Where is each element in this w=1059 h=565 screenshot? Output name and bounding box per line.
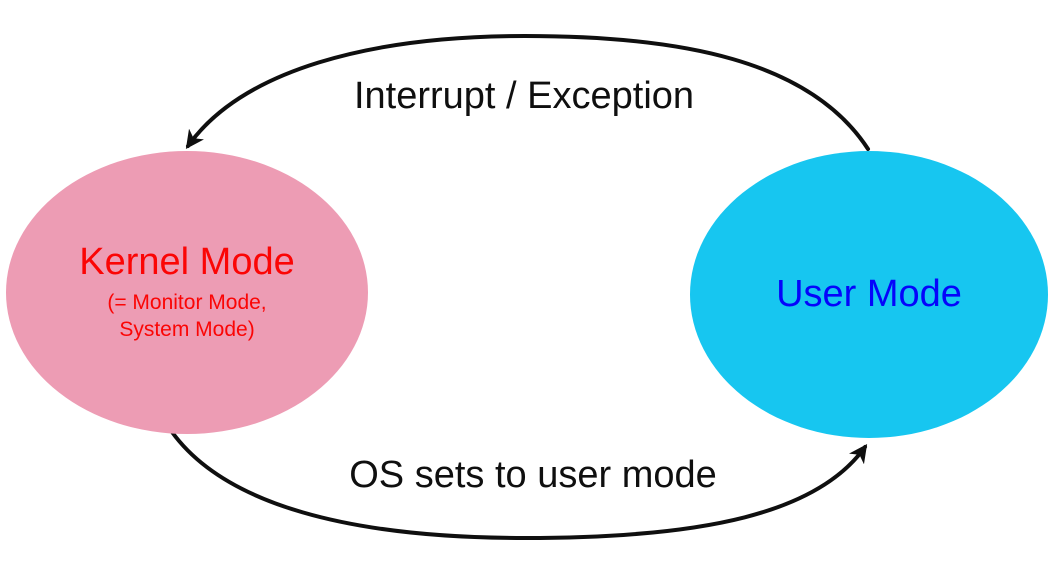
kernel-mode-node: Kernel Mode (= Monitor Mode, System Mode… <box>6 151 368 434</box>
user-mode-node: User Mode <box>690 151 1048 438</box>
os-sets-to-user-mode-label: OS sets to user mode <box>349 454 717 496</box>
kernel-mode-title: Kernel Mode <box>79 241 295 284</box>
interrupt-exception-arrow <box>185 33 870 151</box>
user-mode-title: User Mode <box>776 272 962 315</box>
kernel-mode-subtitle-line2: System Mode) <box>119 318 255 342</box>
kernel-mode-subtitle-line1: (= Monitor Mode, <box>107 291 267 315</box>
interrupt-exception-label: Interrupt / Exception <box>353 75 695 117</box>
os-sets-to-user-mode-arrow <box>170 430 868 541</box>
